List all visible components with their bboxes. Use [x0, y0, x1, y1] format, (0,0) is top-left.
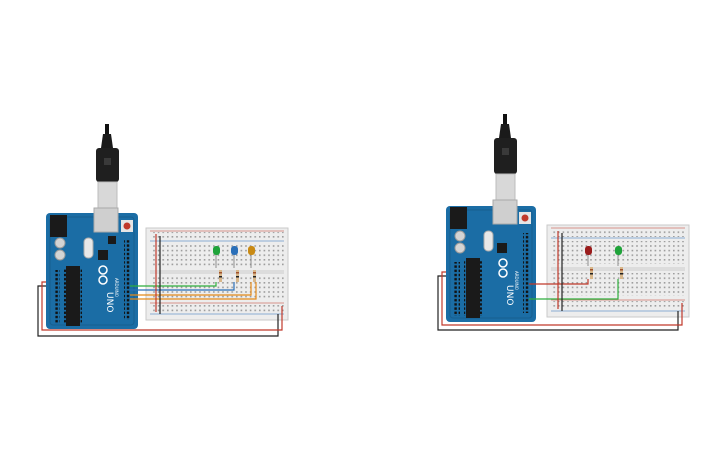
led-red[interactable]: [585, 246, 592, 266]
board-model-label: UNO: [504, 285, 514, 305]
board-brand-label: ARDUINO: [514, 271, 519, 290]
wires-left[interactable]: [37, 234, 283, 337]
resistor-1[interactable]: [219, 270, 222, 282]
resistor-3[interactable]: [253, 270, 256, 282]
led-green[interactable]: [615, 246, 622, 266]
usb-cable-icon[interactable]: [494, 114, 517, 201]
resistor-1[interactable]: [590, 267, 593, 279]
wires-right[interactable]: [437, 231, 683, 331]
board-brand-label: ARDUINO: [114, 278, 119, 297]
arduino-board-icon[interactable]: UNO ARDUINO: [446, 199, 536, 322]
led-blue[interactable]: [231, 246, 238, 268]
resistor-2[interactable]: [620, 267, 623, 279]
usb-cable-icon[interactable]: [96, 124, 119, 209]
breadboard-icon[interactable]: [145, 227, 289, 321]
circuit-right: UNO ARDUINO: [437, 114, 690, 331]
circuit-left: UNO ARDUINO: [37, 124, 289, 337]
arduino-logo-icon: [498, 258, 508, 278]
led-green[interactable]: [213, 246, 220, 268]
arduino-logo-icon: [98, 265, 108, 285]
resistor-2[interactable]: [236, 270, 239, 282]
board-model-label: UNO: [104, 292, 114, 312]
led-orange[interactable]: [248, 246, 255, 268]
arduino-board-icon[interactable]: UNO ARDUINO: [46, 207, 138, 329]
breadboard-icon[interactable]: [546, 224, 690, 318]
